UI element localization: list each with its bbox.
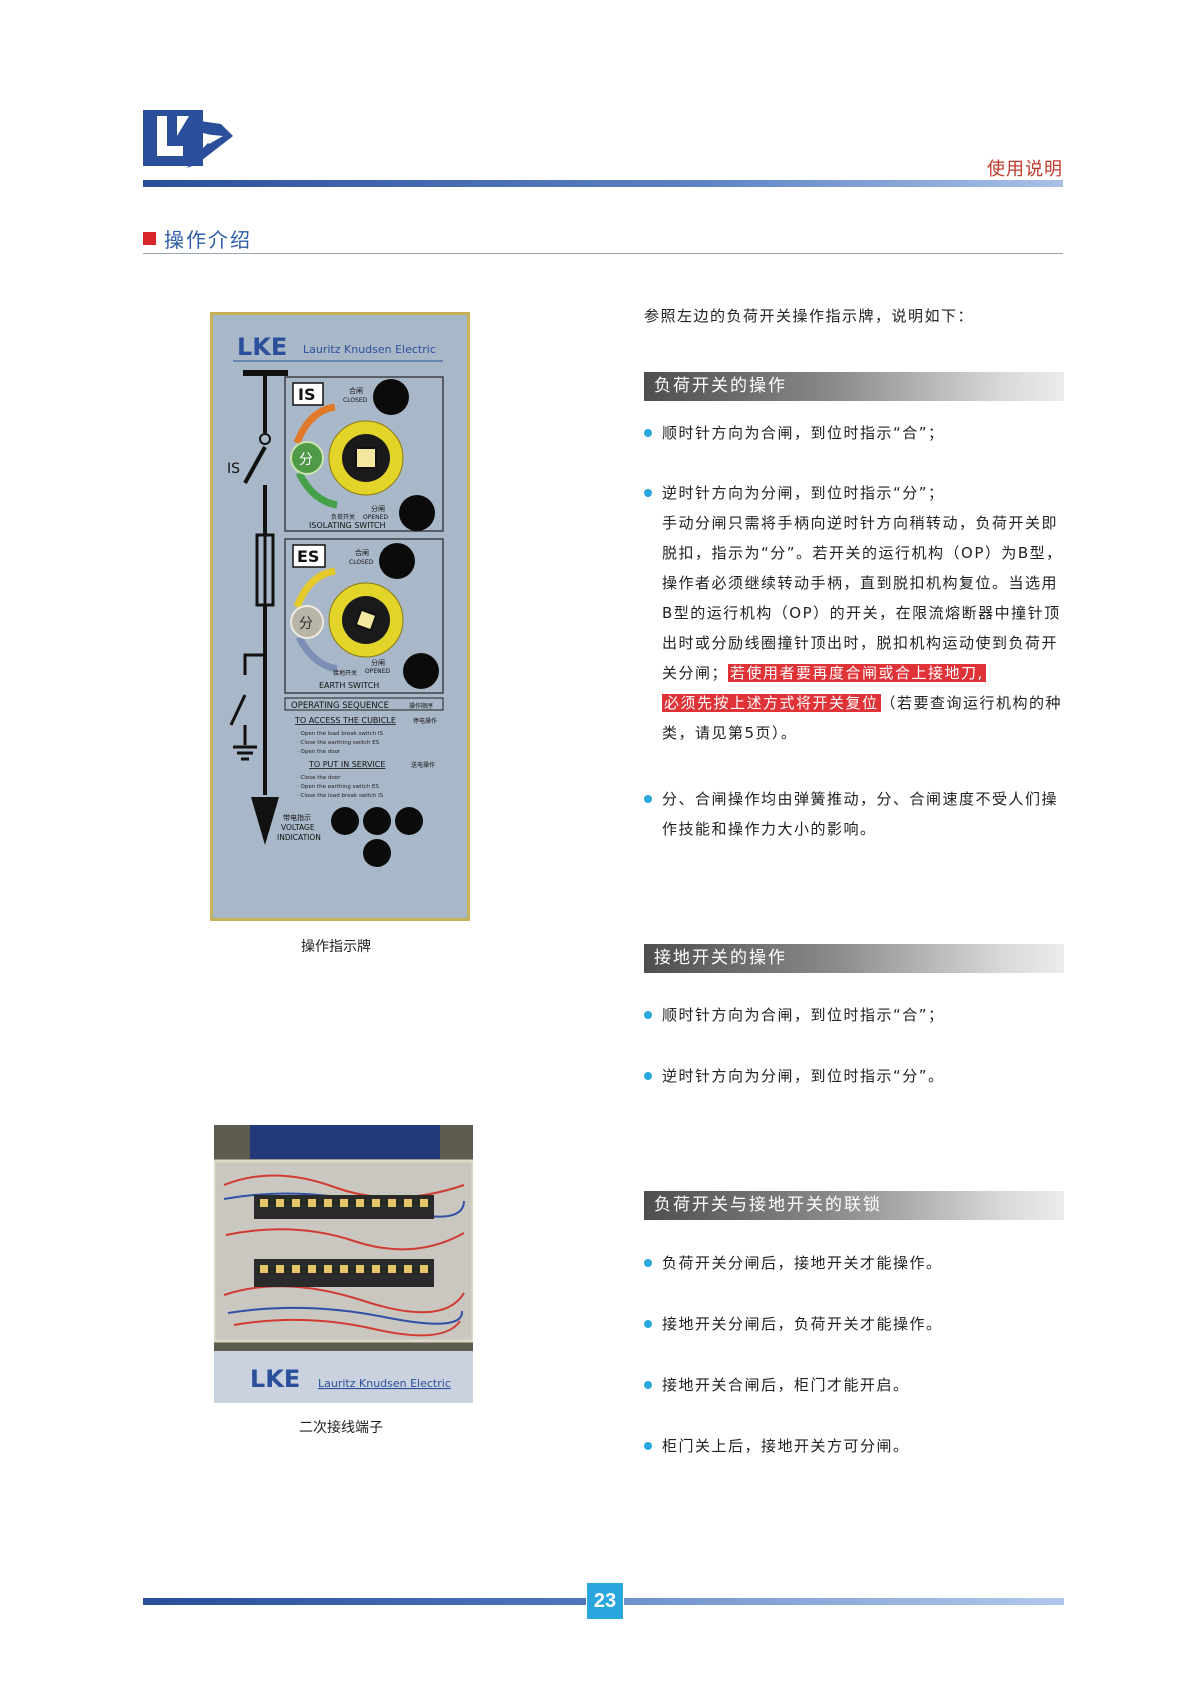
terminal-brand: LKE [250,1365,300,1393]
panel-es-box: ES [297,547,319,566]
panel-service-title: TO PUT IN SERVICE [308,760,385,769]
panel-is-label: IS [227,461,240,477]
panel-is-opened-en: OPENED [363,514,388,521]
section-bar-earth-switch: 接地开关的操作 [644,944,1064,973]
load-switch-bullet-1-text: 顺时针方向为合闸，到位时指示“合”； [662,424,945,442]
panel-isolating-cn: 负荷开关 [331,513,355,521]
lke-logo [143,110,235,176]
load-switch-bullet-2-tail: （若要查询运行机构的种类，请见第5页）。 [662,694,1063,742]
panel-seq-cn: 操作顺序 [409,702,433,710]
panel-brand: LKE [237,333,287,361]
panel-service-item-2: · Close the load break switch IS [297,793,384,799]
panel-drawing: LKE Lauritz Knudsen Electric IS IS 合闸 CL… [227,333,444,867]
bullet-dot-icon [644,1442,652,1450]
panel-voltage-en1: VOLTAGE [281,823,315,832]
load-switch-highlight-1: 若使用者要再度合闸或合上接地刀, [728,664,986,682]
interlock-bullet-2-text: 接地开关分闸后，负荷开关才能操作。 [662,1315,943,1333]
header-rule [143,180,1063,187]
bullet-dot-icon [644,1259,652,1267]
section-square-icon [143,232,156,245]
panel-access-item-0: · Open the load break switch IS [297,731,383,737]
earth-switch-bullet-1: 顺时针方向为合闸，到位时指示“合”； [644,1000,1064,1030]
panel-earth-en: EARTH SWITCH [319,681,379,690]
panel-brand-full: Lauritz Knudsen Electric [303,343,436,356]
earth-switch-bullet-2: 逆时针方向为分闸，到位时指示“分”。 [644,1061,1064,1091]
panel-closed-en: CLOSED [343,397,368,404]
bullet-dot-icon [644,1011,652,1019]
load-switch-bullet-3: 分、合闸操作均由弹簧推动，分、合闸速度不受人们操作技能和操作力大小的影响。 [644,784,1064,844]
load-switch-bullet-2-body: 手动分闸只需将手柄向逆时针方向稍转动，负荷开关即脱扣，指示为“分”。若开关的运行… [662,514,1063,682]
load-switch-bullet-1: 顺时针方向为合闸，到位时指示“合”； [644,418,1064,448]
interlock-bullet-2: 接地开关分闸后，负荷开关才能操作。 [644,1309,1064,1339]
earth-switch-bullet-1-text: 顺时针方向为合闸，到位时指示“合”； [662,1006,945,1024]
section-bar-interlock: 负荷开关与接地开关的联锁 [644,1191,1064,1220]
panel-is-opened-cn: 分闸 [371,504,385,513]
interlock-bullet-4-text: 柜门关上后，接地开关方可分闸。 [662,1437,910,1455]
panel-access-cn: 停电操作 [413,717,437,725]
panel-caption: 操作指示牌 [301,939,371,955]
panel-access-item-2: · Open the door [297,749,341,755]
panel-es-opened-cn: 分闸 [371,658,385,667]
panel-earth-cn: 接地开关 [333,669,357,677]
bullet-dot-icon [644,1320,652,1328]
intro-text: 参照左边的负荷开关操作指示牌，说明如下： [644,307,975,325]
terminal-photo: LKE Lauritz Knudsen Electric [214,1125,473,1403]
bullet-dot-icon [644,1072,652,1080]
panel-service-item-1: · Open the earthing switch ES [297,784,379,790]
terminal-caption: 二次接线端子 [299,1420,383,1436]
panel-es-fen: 分 [299,616,313,632]
header-tag: 使用说明 [987,159,1063,180]
section-rule [143,253,1063,254]
load-switch-highlight-2: 必须先按上述方式将开关复位 [662,694,881,712]
load-switch-bullet-2-text: 逆时针方向为分闸，到位时指示“分”； 手动分闸只需将手柄向逆时针方向稍转动，负荷开… [662,478,1064,748]
panel-es-opened-en: OPENED [365,668,390,675]
panel-access-item-1: · Close the earthing switch ES [297,740,380,746]
panel-voltage-en2: INDICATION [277,833,321,842]
bullet-dot-icon [644,1381,652,1389]
interlock-bullet-1-text: 负荷开关分闸后，接地开关才能操作。 [662,1254,943,1272]
panel-seq-title: OPERATING SEQUENCE [291,701,389,711]
footer-rule-right [624,1598,1064,1605]
panel-closed-cn: 合闸 [349,386,363,395]
terminal-brand-full: Lauritz Knudsen Electric [318,1377,451,1390]
bullet-dot-icon [644,489,652,497]
terminal-drawing: LKE Lauritz Knudsen Electric [214,1125,473,1403]
bullet-dot-icon [644,429,652,437]
page-number: 23 [587,1583,623,1619]
operating-label-panel: LKE Lauritz Knudsen Electric IS IS 合闸 CL… [210,312,470,921]
panel-es-closed-en: CLOSED [349,559,374,566]
load-switch-bullet-2-line1: 逆时针方向为分闸，到位时指示“分”； [662,484,945,502]
panel-es-closed-cn: 合闸 [355,548,369,557]
interlock-bullet-3: 接地开关合闸后，柜门才能开启。 [644,1370,1064,1400]
panel-is-fen: 分 [299,452,313,468]
load-switch-bullet-3-text: 分、合闸操作均由弹簧推动，分、合闸速度不受人们操作技能和操作力大小的影响。 [662,790,1059,838]
load-switch-bullet-2: 逆时针方向为分闸，到位时指示“分”； 手动分闸只需将手柄向逆时针方向稍转动，负荷开… [644,478,1064,748]
interlock-bullet-3-text: 接地开关合闸后，柜门才能开启。 [662,1376,910,1394]
panel-access-title: TO ACCESS THE CUBICLE [294,716,396,725]
interlock-bullet-4: 柜门关上后，接地开关方可分闸。 [644,1431,1064,1461]
panel-voltage-cn: 带电指示 [283,813,311,822]
interlock-bullet-1: 负荷开关分闸后，接地开关才能操作。 [644,1248,1064,1278]
section-title-text: 操作介绍 [164,228,252,252]
panel-service-item-0: · Close the door [297,775,341,781]
panel-isolating-en: ISOLATING SWITCH [309,521,386,530]
panel-service-cn: 送电操作 [411,761,435,769]
bullet-dot-icon [644,795,652,803]
footer-rule-left [143,1598,586,1605]
section-bar-load-switch: 负荷开关的操作 [644,372,1064,401]
section-title: 操作介绍 [143,224,252,253]
panel-is-box: IS [298,385,315,404]
earth-switch-bullet-2-text: 逆时针方向为分闸，到位时指示“分”。 [662,1067,945,1085]
